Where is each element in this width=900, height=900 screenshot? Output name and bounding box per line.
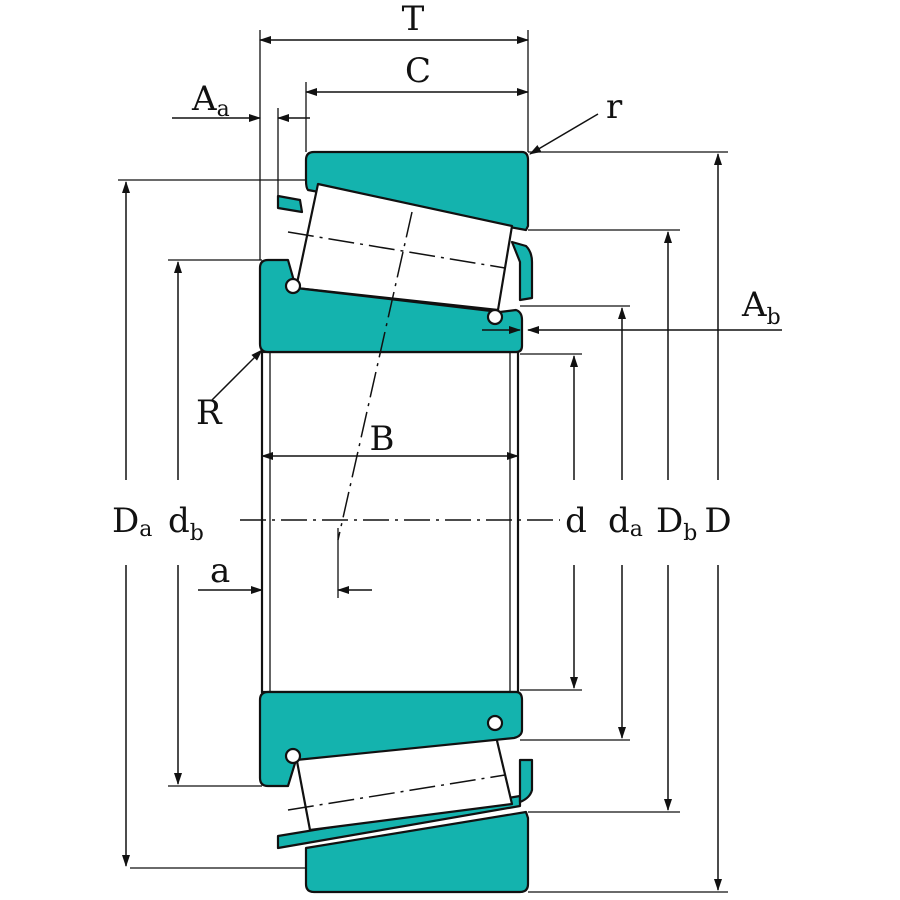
label-da-sub: a xyxy=(630,517,643,542)
label-db: db xyxy=(168,501,204,546)
label-a: a xyxy=(210,551,230,591)
pressure-cone-line xyxy=(337,211,413,541)
label-Da-main: D xyxy=(112,501,139,541)
lube-hole-lower-left xyxy=(284,747,302,765)
label-Da: Da xyxy=(112,501,152,542)
leader-R xyxy=(211,349,263,401)
outer-ring-upper xyxy=(304,150,530,232)
cage-right-lower xyxy=(518,758,534,804)
cage-right-upper xyxy=(510,240,534,302)
roller-axis-upper xyxy=(287,231,506,269)
label-Db-main: D xyxy=(656,501,683,541)
label-r: r xyxy=(606,87,623,127)
label-da: da xyxy=(608,501,643,542)
outer-ring-lower xyxy=(304,810,530,894)
label-Db-sub: b xyxy=(683,521,697,546)
label-Aa: Aa xyxy=(191,79,230,122)
label-R: R xyxy=(196,393,223,433)
label-db-main: d xyxy=(168,501,190,541)
label-Ab-sub: b xyxy=(767,305,781,330)
label-d: d xyxy=(565,501,587,541)
cage-left-upper xyxy=(276,194,304,214)
label-B: B xyxy=(370,419,395,459)
leader-r xyxy=(529,113,599,155)
label-C: C xyxy=(405,51,431,91)
label-Da-sub: a xyxy=(139,517,152,542)
label-db-sub: b xyxy=(190,521,204,546)
label-D: D xyxy=(704,501,731,541)
label-Aa-sub: a xyxy=(217,97,230,122)
label-Ab: Ab xyxy=(741,285,781,330)
roller-axis-lower xyxy=(287,774,506,811)
lube-hole-upper-left xyxy=(284,277,302,295)
lube-hole-upper-right xyxy=(486,308,504,326)
bore-outline xyxy=(260,350,520,694)
label-Db: Db xyxy=(656,501,697,546)
label-da-main: d xyxy=(608,501,630,541)
lube-hole-lower-right xyxy=(486,714,504,732)
label-T: T xyxy=(402,0,425,39)
label-Aa-main: A xyxy=(191,79,217,119)
label-Ab-main: A xyxy=(741,285,767,325)
